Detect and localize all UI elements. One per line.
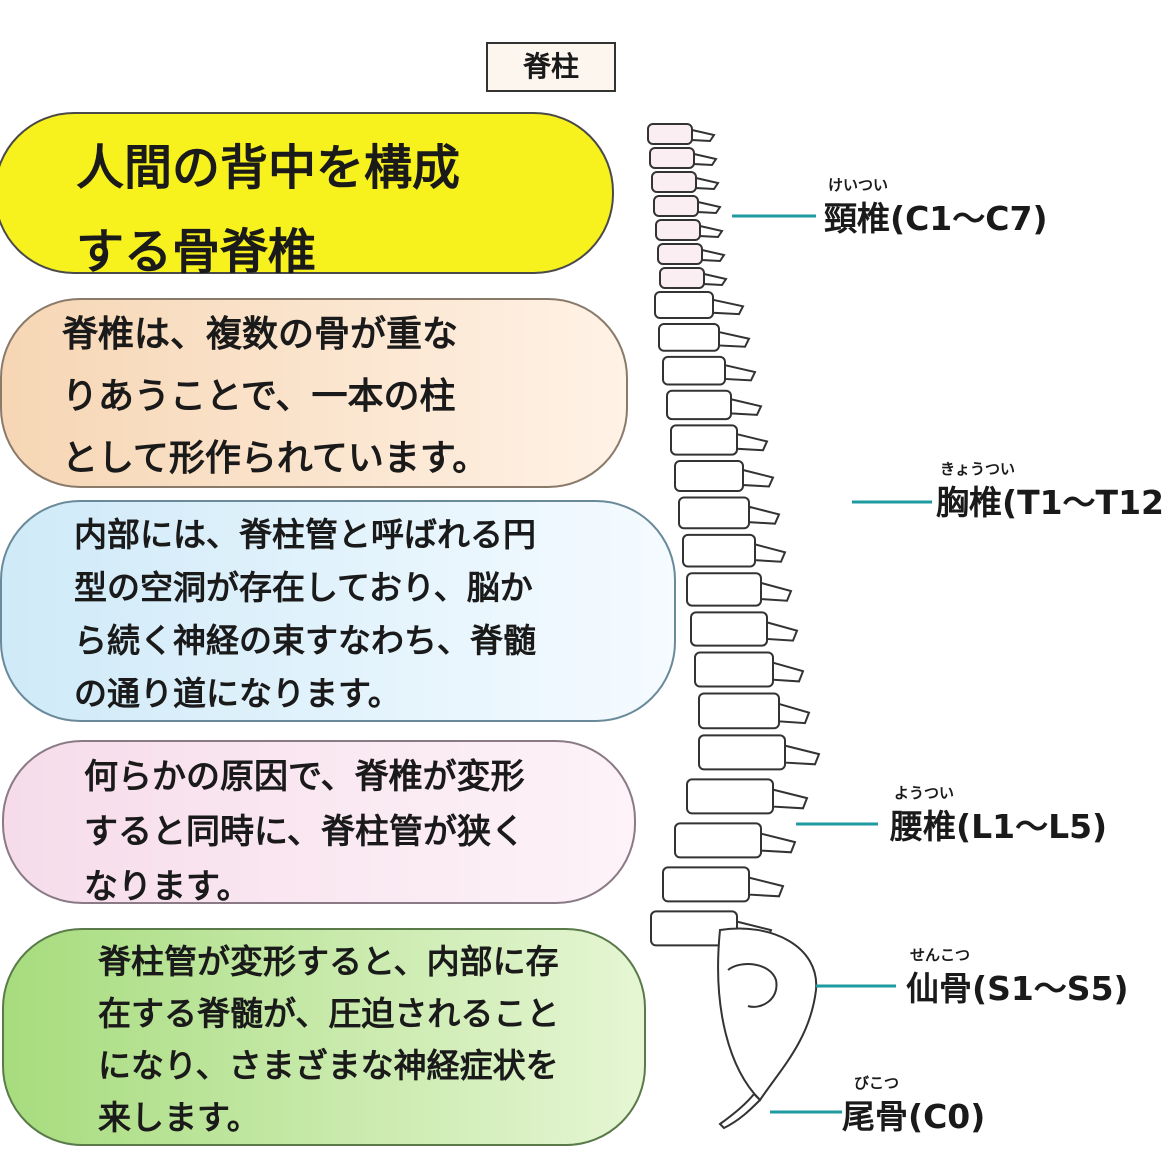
info-bubble-deformation: 何らかの原因で、脊椎が変形 すると同時に、脊柱管が狭く なります。 (2, 740, 636, 907)
spinous-process (703, 272, 728, 287)
vertebra (678, 496, 750, 530)
ruby-coccyx: びこつ (854, 1074, 900, 1092)
info-text-canal: 内部には、脊柱管と呼ばれる円 型の空洞が存在しており、脳か ら続く神経の束すなわ… (74, 515, 536, 713)
vertebra (653, 195, 699, 217)
spinous-process (697, 200, 722, 215)
vertebra (657, 243, 703, 265)
vertebra (694, 651, 774, 688)
spinous-process (724, 363, 757, 382)
spinous-process (760, 581, 793, 602)
name-cervical: 頸椎(C1〜C7) (824, 199, 1048, 238)
name-lumbar: 腰椎(L1〜L5) (890, 807, 1108, 846)
spinous-process (712, 298, 745, 316)
info-text-deformation: 何らかの原因で、脊椎が変形 すると同時に、脊柱管が狭く なります。 (84, 757, 525, 907)
info-bubble-canal: 内部には、脊柱管と呼ばれる円 型の空洞が存在しており、脳か ら続く神経の束すなわ… (0, 500, 676, 722)
vertebra (674, 460, 744, 492)
vertebra (686, 778, 774, 815)
spinous-process (748, 876, 785, 898)
spinous-process (718, 330, 751, 348)
ruby-thoracic: きょうつい (940, 460, 1016, 478)
spinous-process (730, 397, 763, 416)
vertebra (662, 355, 726, 386)
info-bubble-structure: 脊椎は、複数の骨が重な りあうことで、一本の柱 として形作られています。 (0, 298, 628, 488)
vertebra (655, 219, 701, 241)
heading-text: 人間の背中を構成 する骨脊椎 (76, 140, 461, 280)
vertebra (651, 171, 697, 193)
info-text-symptoms: 脊柱管が変形すると、内部に存 在する脊髄が、圧迫されること になり、さまざまな神… (98, 942, 560, 1137)
ruby-lumbar: ようつい (894, 784, 955, 802)
spinous-process (784, 744, 821, 766)
info-text-structure: 脊椎は、複数の骨が重な りあうことで、一本の柱 として形作られています。 (62, 314, 489, 479)
spinous-process (748, 505, 781, 525)
vertebra (658, 323, 720, 352)
coccyx-bone (718, 1092, 762, 1130)
vertebra (649, 147, 695, 169)
vertebra (659, 267, 705, 289)
sacrum-bone (717, 927, 818, 1102)
vertebra (682, 533, 756, 568)
spinous-process (699, 224, 724, 239)
spinous-process (742, 468, 775, 488)
vertebra (690, 611, 768, 647)
vertebra (674, 822, 762, 859)
spinous-process (772, 661, 805, 683)
name-thoracic: 胸椎(T1〜T12) (936, 483, 1166, 522)
vertebra (654, 291, 714, 319)
vertebra (647, 123, 693, 145)
spinous-process (691, 128, 716, 143)
vertebra (698, 692, 780, 730)
info-bubble-symptoms: 脊柱管が変形すると、内部に存 在する脊髄が、圧迫されること になり、さまざまな神… (2, 928, 646, 1146)
title-tag: 脊柱 (486, 42, 616, 92)
sacrum-detail (727, 963, 778, 1008)
vertebra (662, 866, 750, 903)
spinous-process (778, 702, 811, 725)
spinous-process (736, 432, 769, 452)
spine-illustration (647, 123, 932, 1130)
heading-bubble: 人間の背中を構成 する骨脊椎 (0, 112, 614, 280)
spinous-process (695, 176, 720, 191)
spinous-process (760, 832, 797, 854)
spinous-process (754, 543, 787, 563)
spinous-process (766, 621, 799, 642)
ruby-cervical: けいつい (828, 176, 889, 194)
name-coccyx: 尾骨(C0) (842, 1097, 986, 1136)
vertebra (686, 572, 762, 607)
spinous-process (701, 248, 726, 263)
name-sacrum: 仙骨(S1〜S5) (906, 969, 1129, 1008)
ruby-sacrum: せんこつ (910, 946, 971, 964)
vertebra (666, 389, 732, 421)
vertebra (698, 734, 786, 771)
spinous-process (772, 788, 809, 810)
vertebra (670, 424, 738, 456)
spinous-process (693, 152, 718, 167)
